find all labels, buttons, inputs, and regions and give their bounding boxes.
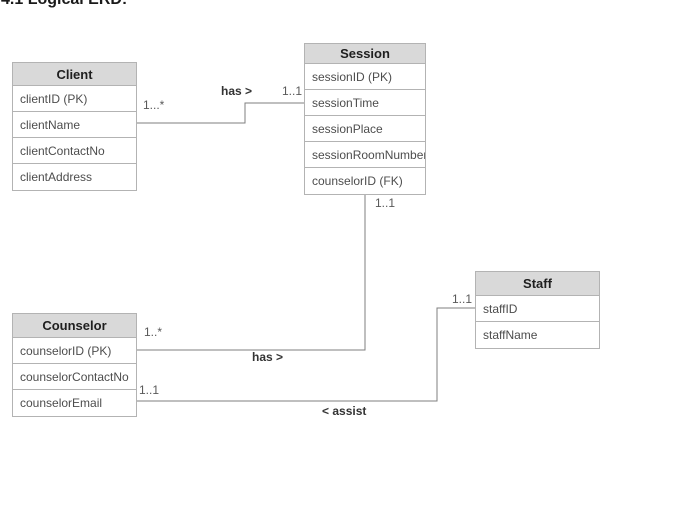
entity-client-attribute: clientName	[13, 112, 136, 138]
connector-session-counselor	[137, 193, 366, 351]
entity-counselor-attribute: counselorEmail	[20, 396, 103, 410]
entity-client-title: Client	[13, 63, 136, 86]
connector-counselor-staff	[137, 307, 475, 402]
relationship-label-client-has-session: has >	[221, 84, 253, 98]
entity-counselor-attribute: counselorID (PK)	[13, 338, 136, 364]
multiplicity-counselor-end-top: 1..*	[144, 325, 163, 339]
entity-session-attribute: counselorID (FK)	[312, 174, 403, 188]
entity-staff-title: Staff	[476, 272, 599, 296]
entity-counselor: Counselor counselorID (PK) counselorCont…	[12, 313, 137, 417]
entity-client-attribute: clientAddress	[20, 170, 93, 184]
connector-client-session	[137, 102, 304, 124]
multiplicity-staff-end: 1..1	[452, 292, 473, 306]
entity-counselor-attribute: counselorContactNo	[13, 364, 136, 390]
entity-client: Client clientID (PK) clientName clientCo…	[12, 62, 137, 191]
entity-client-attribute: clientID (PK)	[13, 86, 136, 112]
multiplicity-client-end: 1...*	[143, 98, 165, 112]
entity-session-attribute: sessionTime	[305, 90, 425, 116]
entity-staff-attribute: staffID	[476, 296, 599, 322]
entity-staff: Staff staffID staffName	[475, 271, 600, 349]
multiplicity-session-end-bottom: 1..1	[375, 196, 396, 210]
entity-session: Session sessionID (PK) sessionTime sessi…	[304, 43, 426, 195]
multiplicity-counselor-end-bottom: 1..1	[139, 383, 160, 397]
entity-session-attribute: sessionID (PK)	[305, 64, 425, 90]
entity-counselor-title: Counselor	[13, 314, 136, 338]
relationship-label-counselor-has-session: has >	[252, 350, 284, 364]
entity-staff-attribute: staffName	[483, 328, 538, 342]
entity-session-attribute: sessionRoomNumber	[305, 142, 425, 168]
page-title: 4.1 Logical ERD:	[1, 0, 127, 9]
entity-session-attribute: sessionPlace	[305, 116, 425, 142]
multiplicity-session-end-top: 1..1	[282, 84, 303, 98]
entity-client-attribute: clientContactNo	[13, 138, 136, 164]
entity-session-title: Session	[305, 44, 425, 64]
relationship-label-staff-assist: < assist	[322, 404, 367, 418]
